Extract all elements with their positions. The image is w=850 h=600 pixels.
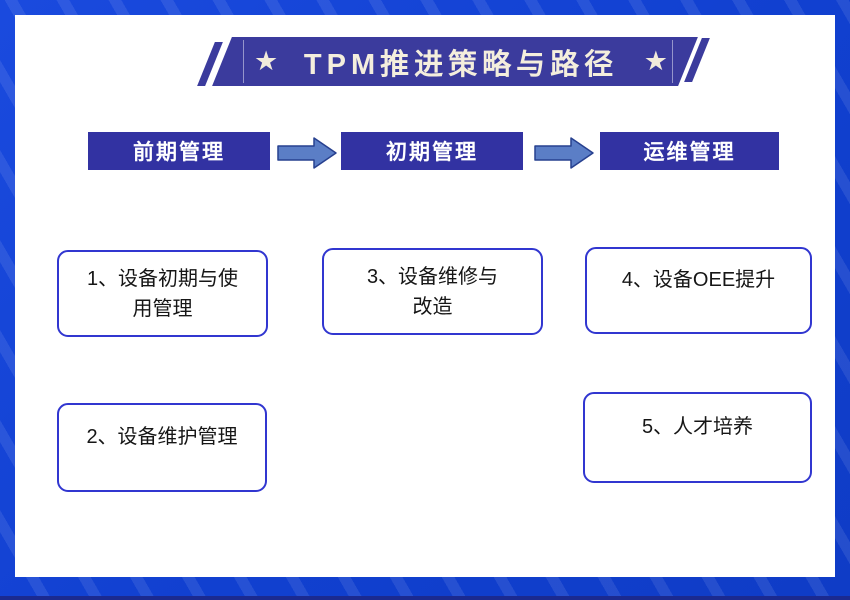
- item-box-text: 3、设备维修与: [366, 265, 499, 288]
- banner-divider-line-left: [243, 40, 244, 83]
- item-box-2: 2、设备维护管理: [57, 403, 267, 492]
- arrow-right-icon: [534, 137, 594, 169]
- item-box-3: 3、设备维修与 改造: [322, 248, 543, 335]
- arrow-right-icon: [277, 137, 337, 169]
- item-box-5: 5、人才培养: [583, 392, 812, 483]
- item-box-text: 改造: [412, 295, 453, 318]
- stage-box-initial-management: 初期管理: [341, 132, 523, 170]
- stage-box-early-management: 前期管理: [88, 132, 270, 170]
- stage-box-operation-management: 运维管理: [600, 132, 779, 170]
- item-box-4: 4、设备OEE提升: [585, 247, 812, 334]
- item-box-1: 1、设备初期与使 用管理: [57, 250, 268, 337]
- item-box-text: 2、设备维护管理: [86, 425, 238, 448]
- item-box-text: 1、设备初期与使: [86, 267, 239, 290]
- item-box-text: 用管理: [132, 297, 193, 320]
- banner-content: ★ TPM推进策略与路径 ★: [232, 37, 690, 86]
- item-box-text: 5、人才培养: [641, 415, 754, 438]
- frame-bottom-strip: [0, 596, 850, 600]
- banner-divider-line-right: [672, 40, 673, 83]
- star-icon-left: ★: [254, 46, 279, 76]
- item-box-text: 4、设备OEE提升: [621, 268, 776, 291]
- star-icon-right: ★: [643, 46, 668, 76]
- page-title: TPM推进策略与路径: [303, 48, 619, 81]
